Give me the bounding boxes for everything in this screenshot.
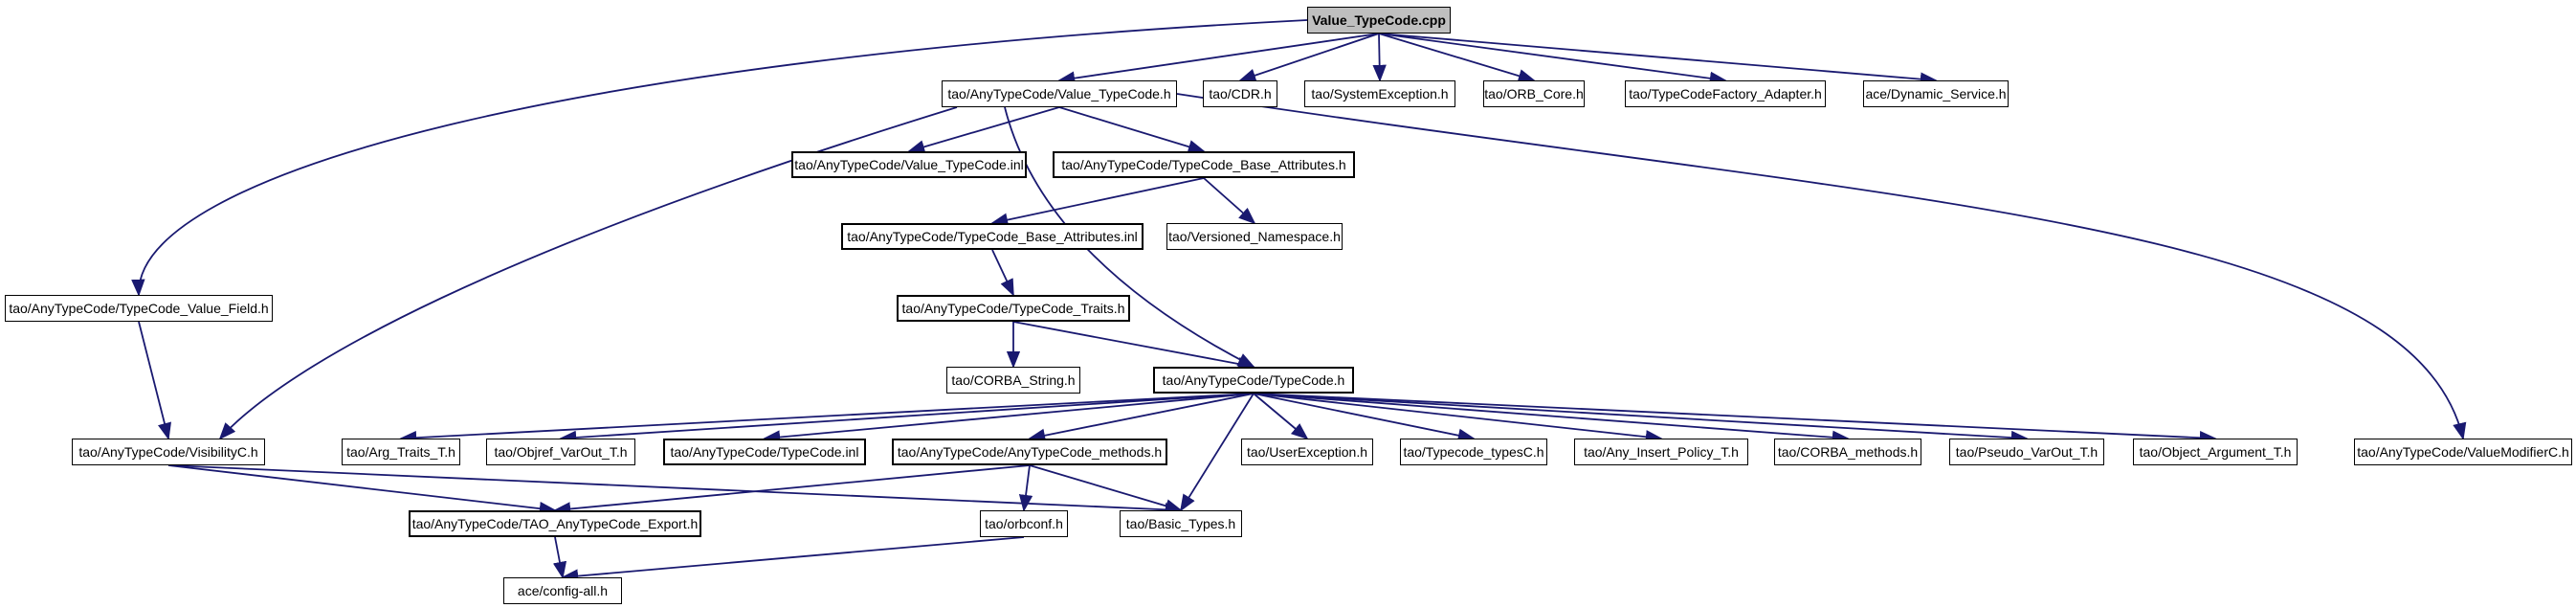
graph-node-tctypes[interactable]: tao/Typecode_typesC.h <box>1400 439 1547 465</box>
graph-node-atcm[interactable]: tao/AnyTypeCode/AnyTypeCode_methods.h <box>892 439 1167 465</box>
graph-edge-root-tcvf <box>131 19 1308 297</box>
graph-node-argt[interactable]: tao/Arg_Traits_T.h <box>342 439 460 465</box>
graph-node-oat[interactable]: tao/Object_Argument_T.h <box>2133 439 2298 465</box>
graph-edge-visc-btypes <box>167 464 1183 517</box>
graph-edge-root-dynsvc <box>1378 33 1938 86</box>
graph-node-tcba_h[interactable]: tao/AnyTypeCode/TypeCode_Base_Attributes… <box>1053 151 1355 178</box>
graph-edge-root-sysex <box>1372 33 1387 82</box>
graph-edge-orbconf-configall <box>561 536 1025 583</box>
graph-node-dynsvc[interactable]: ace/Dynamic_Service.h <box>1863 80 2009 107</box>
graph-node-orbcore[interactable]: tao/ORB_Core.h <box>1483 80 1585 107</box>
graph-node-pvo[interactable]: tao/Pseudo_VarOut_T.h <box>1949 439 2104 465</box>
graph-edge-tc_h-aip <box>1253 393 1663 444</box>
graph-node-tcba_inl[interactable]: tao/AnyTypeCode/TypeCode_Base_Attributes… <box>841 223 1144 250</box>
graph-edge-atcm-btypes <box>1029 464 1183 513</box>
graph-node-export[interactable]: tao/AnyTypeCode/TAO_AnyTypeCode_Export.h <box>409 510 701 537</box>
graph-node-root: Value_TypeCode.cpp <box>1307 7 1451 34</box>
graph-edge-tc_h-uex <box>1253 393 1309 440</box>
graph-node-vtc_inl[interactable]: tao/AnyTypeCode/Value_TypeCode.inl <box>791 151 1027 178</box>
graph-edge-tct-tc_h <box>1012 321 1255 372</box>
graph-edge-vtc_h-visc <box>218 106 958 440</box>
graph-node-tc_inl[interactable]: tao/AnyTypeCode/TypeCode.inl <box>663 439 866 465</box>
graph-node-vtc_h[interactable]: tao/AnyTypeCode/Value_TypeCode.h <box>942 80 1177 107</box>
graph-node-cstr[interactable]: tao/CORBA_String.h <box>946 367 1080 394</box>
graph-edge-tcba_inl-tct <box>991 249 1014 297</box>
graph-edge-tc_h-objv <box>559 393 1255 445</box>
graph-node-tc_h[interactable]: tao/AnyTypeCode/TypeCode.h <box>1153 367 1354 394</box>
graph-edge-vtc_h-vmc <box>1176 93 2467 440</box>
graph-edge-root-tcfa <box>1378 33 1727 85</box>
graph-node-cm[interactable]: tao/CORBA_methods.h <box>1774 439 1921 465</box>
graph-edge-atcm-export <box>553 464 1031 516</box>
graph-node-orbconf[interactable]: tao/orbconf.h <box>980 510 1068 537</box>
graph-edge-tc_h-btypes <box>1180 393 1255 512</box>
graph-edge-root-orbcore <box>1378 33 1536 83</box>
graph-edge-atcm-orbconf <box>1018 464 1033 512</box>
graph-edge-export-configall <box>552 536 567 579</box>
graph-edge-visc-export <box>167 464 557 516</box>
graph-node-objv[interactable]: tao/Objref_VarOut_T.h <box>486 439 635 465</box>
graph-edge-tc_h-cm <box>1253 393 1850 444</box>
graph-node-cdr[interactable]: tao/CDR.h <box>1203 80 1277 107</box>
graph-edge-tcba_h-vns <box>1203 177 1256 225</box>
graph-node-aip[interactable]: tao/Any_Insert_Policy_T.h <box>1574 439 1748 465</box>
graph-edge-tc_h-oat <box>1253 393 2217 445</box>
graph-edge-tc_h-argt <box>399 393 1255 445</box>
graph-node-sysex[interactable]: tao/SystemException.h <box>1304 80 1455 107</box>
graph-edge-tc_h-tc_inl <box>763 393 1255 444</box>
graph-node-tcfa[interactable]: tao/TypeCodeFactory_Adapter.h <box>1625 80 1826 107</box>
graph-node-configall[interactable]: ace/config-all.h <box>503 577 622 604</box>
graph-edge-tcba_h-tcba_inl <box>990 177 1205 227</box>
graph-node-visc[interactable]: tao/AnyTypeCode/VisibilityC.h <box>72 439 265 465</box>
graph-edge-tc_h-tctypes <box>1253 393 1476 442</box>
graph-edge-vtc_h-vtc_inl <box>907 106 1060 154</box>
graph-node-btypes[interactable]: tao/Basic_Types.h <box>1120 510 1242 537</box>
graph-node-uex[interactable]: tao/UserException.h <box>1241 439 1373 465</box>
graph-node-tct[interactable]: tao/AnyTypeCode/TypeCode_Traits.h <box>897 295 1130 322</box>
graph-edge-tcvf-visc <box>138 321 171 440</box>
graph-edge-vtc_h-tcba_h <box>1058 106 1206 154</box>
graph-edge-tc_h-pvo <box>1253 393 2029 445</box>
graph-edge-root-vtc_h <box>1057 33 1380 85</box>
graph-edge-root-cdr <box>1238 33 1380 82</box>
graph-node-vns[interactable]: tao/Versioned_Namespace.h <box>1166 223 1343 250</box>
graph-node-vmc[interactable]: tao/AnyTypeCode/ValueModifierC.h <box>2354 439 2572 465</box>
graph-node-tcvf[interactable]: tao/AnyTypeCode/TypeCode_Value_Field.h <box>5 295 273 322</box>
graph-edge-tc_h-atcm <box>1028 393 1255 442</box>
